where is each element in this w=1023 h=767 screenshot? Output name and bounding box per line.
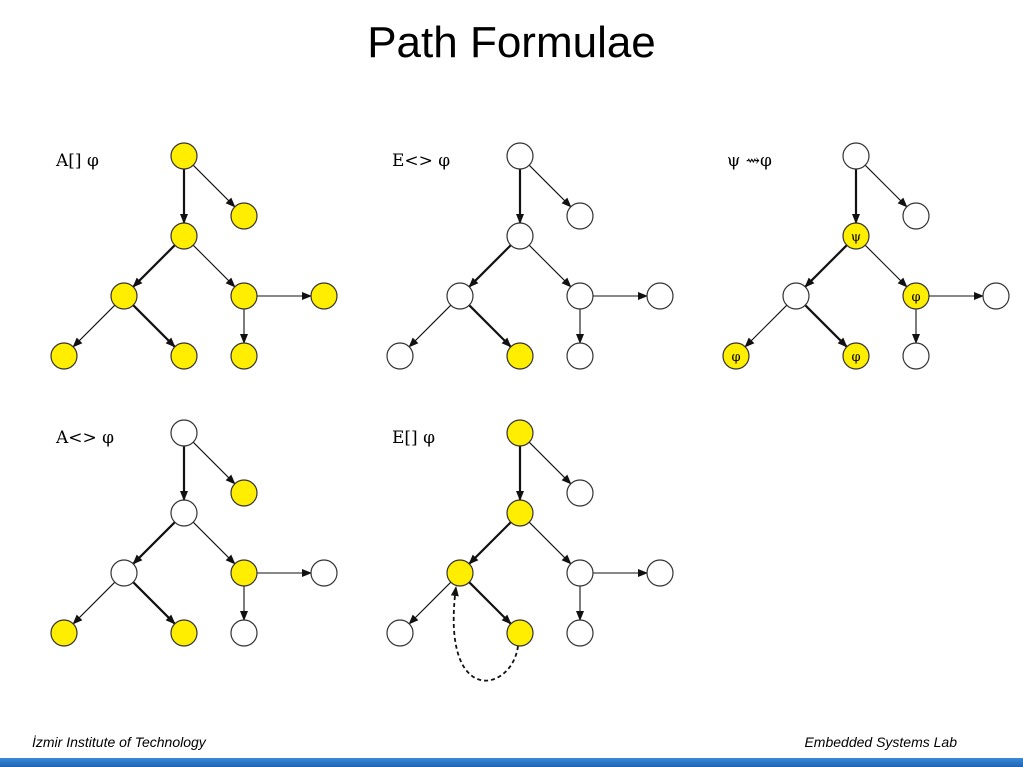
node-label: φ	[731, 350, 740, 365]
tree-node-highlighted	[506, 619, 534, 647]
tree-node	[902, 342, 930, 370]
tree-node-highlighted	[230, 282, 258, 310]
tree-edge	[72, 304, 116, 348]
panel-label: A<> φ	[55, 428, 114, 448]
panel-label: A[] φ	[55, 151, 99, 171]
tree-node-highlighted	[230, 342, 258, 370]
tree-node	[782, 282, 810, 310]
tree-node	[842, 142, 870, 170]
tree-edge	[528, 244, 572, 288]
tree-edge	[528, 164, 572, 208]
tree-node	[506, 222, 534, 250]
tree-node	[566, 559, 594, 587]
tree-node-highlighted	[50, 342, 78, 370]
tree-node-highlighted	[506, 342, 534, 370]
tree-edge	[132, 244, 176, 288]
tree-edge	[132, 581, 176, 625]
panel-e-box-phi: E[] φ	[386, 419, 674, 682]
tree-node	[170, 499, 198, 527]
tree-node-highlighted	[110, 282, 138, 310]
panel-psi-leads-to-phi: ψ ⇝φ ψ φ φ φ	[722, 142, 1010, 370]
node-label: φ	[911, 290, 920, 305]
tree-node	[386, 619, 414, 647]
tree-node-highlighted	[170, 222, 198, 250]
node-label: φ	[851, 350, 860, 365]
tree-edge	[864, 164, 908, 208]
tree-edge	[468, 581, 512, 625]
tree-node	[446, 282, 474, 310]
tree-node-highlighted	[170, 142, 198, 170]
tree-node	[646, 282, 674, 310]
tree-edge	[804, 304, 848, 348]
tree-edge	[408, 304, 452, 348]
tree-node	[566, 282, 594, 310]
panel-e-diamond-phi: E<> φ	[386, 142, 674, 370]
tree-node-highlighted	[50, 619, 78, 647]
tree-node	[982, 282, 1010, 310]
footer-lab: Embedded Systems Lab	[804, 734, 957, 750]
tree-node	[230, 619, 258, 647]
tree-edge	[864, 244, 908, 288]
tree-edge	[72, 581, 116, 625]
tree-node	[566, 479, 594, 507]
tree-node	[386, 342, 414, 370]
tree-node-highlighted	[170, 342, 198, 370]
panel-label: E[] φ	[392, 428, 435, 448]
tree-node	[506, 142, 534, 170]
tree-edge	[408, 581, 452, 625]
tree-edge	[132, 304, 176, 348]
tree-edge	[528, 441, 572, 485]
tree-node-highlighted	[230, 479, 258, 507]
node-label: ψ	[851, 230, 861, 245]
tree-node-highlighted	[230, 202, 258, 230]
tree-node	[566, 342, 594, 370]
footer-bar	[0, 758, 1023, 767]
tree-node-highlighted	[506, 499, 534, 527]
tree-node-highlighted	[506, 419, 534, 447]
loop-back-edge	[450, 586, 519, 682]
panel-a-diamond-phi: A<> φ	[50, 419, 338, 647]
tree-edge	[468, 521, 512, 565]
tree-edge	[468, 304, 512, 348]
panel-a-box-phi: A[] φ	[50, 142, 338, 370]
tree-edge	[192, 244, 236, 288]
tree-node-highlighted	[310, 282, 338, 310]
tree-node	[110, 559, 138, 587]
tree-node	[566, 202, 594, 230]
tree-node	[646, 559, 674, 587]
tree-edge	[132, 521, 176, 565]
footer-institution: İzmir Institute of Technology	[32, 734, 206, 750]
tree-edge	[744, 304, 788, 348]
tree-edge	[192, 441, 236, 485]
tree-node	[170, 419, 198, 447]
tree-node-highlighted	[842, 222, 870, 250]
panel-label: ψ ⇝φ	[727, 151, 772, 171]
tree-edge	[804, 244, 848, 288]
tree-node-highlighted	[170, 619, 198, 647]
tree-node	[310, 559, 338, 587]
tree-edge	[468, 244, 512, 288]
panel-label: E<> φ	[392, 151, 450, 171]
tree-node-highlighted	[446, 559, 474, 587]
tree-node	[566, 619, 594, 647]
tree-node-highlighted	[230, 559, 258, 587]
page-title: Path Formulae	[367, 18, 656, 67]
tree-node-highlighted	[722, 342, 750, 370]
tree-edge	[192, 521, 236, 565]
tree-node-highlighted	[842, 342, 870, 370]
tree-node	[902, 202, 930, 230]
tree-edge	[192, 164, 236, 208]
tree-node-highlighted	[902, 282, 930, 310]
tree-edge	[528, 521, 572, 565]
